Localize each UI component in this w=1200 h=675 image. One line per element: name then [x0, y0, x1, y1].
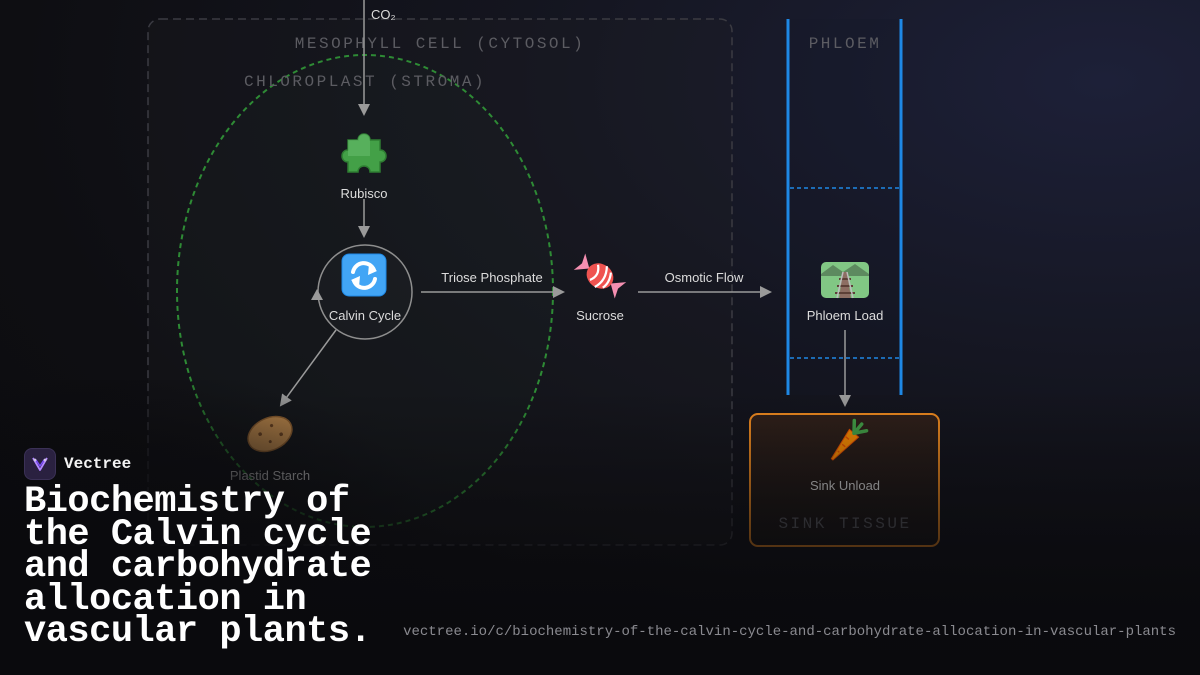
- page-title: Biochemistry of the Calvin cycle and car…: [24, 481, 372, 653]
- sucrose-label: Sucrose: [576, 308, 624, 323]
- railway-track-icon: [821, 262, 869, 299]
- chloroplast-title: CHLOROPLAST (STROMA): [244, 73, 486, 91]
- brand: Vectree: [24, 447, 131, 481]
- triose-phosphate-label: Triose Phosphate: [441, 270, 542, 285]
- sink-unload-label: Sink Unload: [810, 478, 880, 493]
- mesophyll-title: MESOPHYLL CELL (CYTOSOL): [295, 35, 585, 53]
- cycle-arrows-icon: [341, 253, 387, 297]
- vectree-logo-icon: [24, 448, 56, 480]
- calvin-cycle-label: Calvin Cycle: [329, 308, 401, 323]
- sink-title: SINK TISSUE: [778, 515, 911, 533]
- phloem-load-label: Phloem Load: [807, 308, 884, 323]
- puzzle-piece-icon: [341, 133, 387, 173]
- brand-name: Vectree: [64, 455, 132, 473]
- rubisco-label: Rubisco: [341, 186, 388, 201]
- co2-label: CO₂: [371, 7, 396, 22]
- page-url[interactable]: vectree.io/c/biochemistry-of-the-calvin-…: [403, 624, 1176, 640]
- phloem-title: PHLOEM: [809, 35, 882, 53]
- osmotic-flow-label: Osmotic Flow: [665, 270, 744, 285]
